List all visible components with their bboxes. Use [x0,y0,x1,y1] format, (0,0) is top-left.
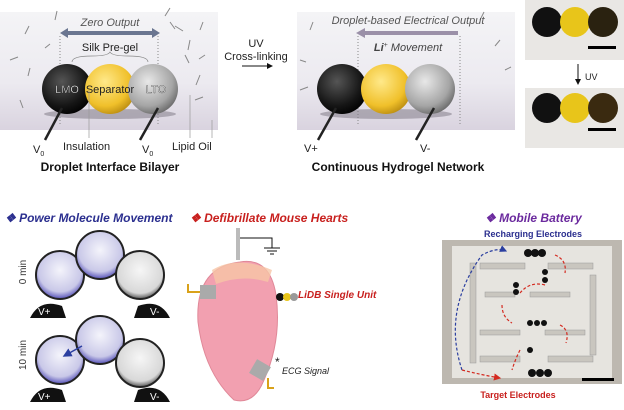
movement-arrow-icon [62,345,83,357]
heart-panel: LiDB Single Unit * ECG Signal [187,228,377,402]
time-10-label: 10 min [18,340,29,370]
electrode-minus [134,387,170,402]
photo-after-uv [525,88,624,148]
photo-before-uv [525,0,624,60]
crosslinking-label: Cross-linking [224,51,288,63]
v-minus-0: V- [150,307,159,318]
black-droplet [532,7,562,37]
lto-droplet [128,64,178,114]
scale-bar [588,128,616,131]
electrode-plus [30,387,66,402]
recharge-path-icon [454,245,508,371]
uv-transition: UV Cross-linking [224,38,288,69]
lipid-marks [9,7,206,109]
output-label: Droplet-based Electrical Output [332,15,486,27]
v-minus-10: V- [150,392,159,403]
dib-panel: Zero Output Silk Pre-gel LMO Separator L… [0,7,218,174]
lidb-black [276,293,284,301]
insulation-label: Insulation [63,141,110,153]
dark-droplet [588,93,618,123]
lipid-oil-label: Lipid Oil [172,141,212,153]
dark-droplet [588,7,618,37]
separator-label: Separator [86,84,135,96]
ecg-probe [249,359,271,381]
gel-bracket [71,51,149,63]
maze-walls [469,262,597,364]
hydrogel-panel: Droplet-based Electrical Output Li+ Move… [297,11,515,174]
power-panel: 0 min V+ V- 10 min V+ V- [18,230,170,403]
droplet-chain [513,249,552,377]
lidb-yellow [283,293,291,301]
electrode-minus [134,303,170,318]
separator-gel [361,64,411,114]
heart-shape [197,260,278,402]
wire [187,284,200,293]
yellow-droplet [560,7,590,37]
lmo-gel [317,64,367,114]
droplet-left [35,335,85,385]
yellow-droplet [560,93,590,123]
v-plus-label: V+ [304,143,318,155]
droplet-right [115,338,165,388]
power-title: ❖ Power Molecule Movement [5,211,173,225]
zero-output-label: Zero Output [80,17,141,29]
heart-title: ❖ Defibrillate Mouse Hearts [190,211,348,225]
ground-electrode [236,228,240,260]
droplet-right [115,250,165,300]
v-plus-0: V+ [38,307,51,318]
electrode-plus [30,303,66,318]
time-0-label: 0 min [18,260,29,284]
droplet-middle [75,230,125,280]
scale-bar [582,378,614,381]
droplet-middle [75,315,125,365]
electrode-probe [200,285,216,299]
lmo-label: LMO [55,84,79,96]
v0-left: V0 [33,144,44,158]
lipid-marks [299,11,512,91]
uv-label: UV [248,38,264,50]
right-electrode [414,107,436,141]
discharge-path-icon [461,254,568,378]
lto-label: LTO [146,84,167,96]
lto-gel [405,64,455,114]
ecg-label: ECG Signal [282,366,330,376]
heart-fat [212,262,272,284]
droplet-left [35,250,85,300]
silk-pregel-label: Silk Pre-gel [82,42,138,54]
battery-panel: Recharging Electrodes Target Electrodes [442,229,622,400]
v0-right: V0 [142,144,153,158]
scale-bar [588,46,616,49]
ground-icon [240,237,280,255]
target-label: Target Electrodes [480,390,555,400]
v-plus-10: V+ [38,392,51,403]
black-droplet [532,93,562,123]
wire [267,378,274,389]
hydrogel-title: Continuous Hydrogel Network [312,160,485,174]
left-electrode [43,107,64,141]
li-movement-label: Li+ Movement [374,42,443,54]
lidb-label: LiDB Single Unit [298,290,377,301]
battery-title: ❖ Mobile Battery [485,211,583,225]
dib-title: Droplet Interface Bilayer [41,160,180,174]
left-electrode [316,107,338,141]
ecg-star: * [275,355,280,369]
right-electrode [138,107,160,141]
arrow-head [356,28,365,38]
photo-uv-label: UV [585,72,598,82]
recharging-label: Recharging Electrodes [484,229,582,239]
lmo-droplet [42,64,92,114]
lidb-gray [290,293,298,301]
v-minus-label: V- [420,143,431,155]
separator-droplet [85,64,135,114]
